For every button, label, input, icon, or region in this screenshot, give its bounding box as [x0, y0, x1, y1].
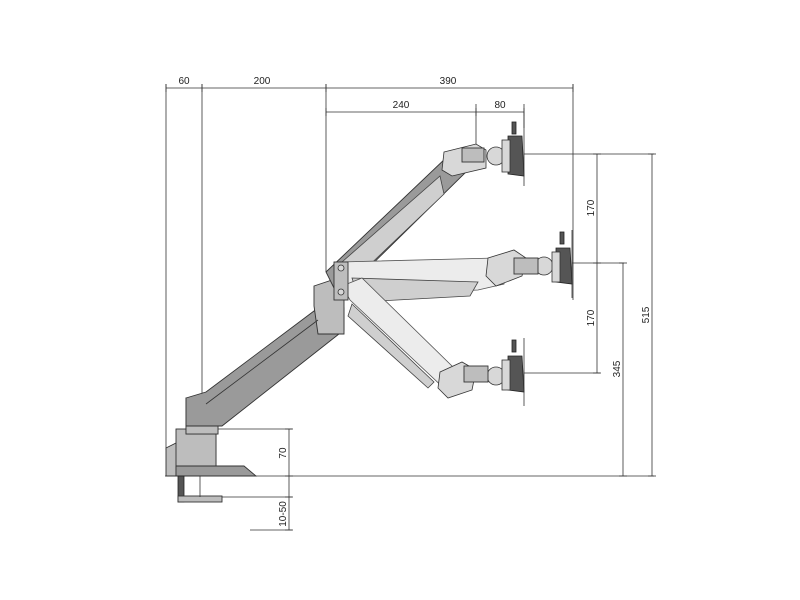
- upper-arm-top: [325, 112, 525, 289]
- lower-arm: [185, 275, 345, 427]
- dim-label-80: 80: [494, 100, 506, 111]
- upper-arm-middle: [339, 230, 573, 303]
- dimension-labels: 60 200 390 240 80 170 170 345 515 70 10-…: [178, 76, 652, 527]
- dim-label-10-50: 10-50: [278, 501, 289, 527]
- dim-label-515: 515: [641, 306, 652, 323]
- elbow-joint: [333, 261, 349, 301]
- dim-label-upper-170: 170: [586, 199, 597, 216]
- dim-label-60: 60: [178, 76, 190, 87]
- dim-label-240: 240: [393, 100, 410, 111]
- right-dimensions: [593, 153, 656, 477]
- dim-label-200: 200: [254, 76, 271, 87]
- dim-label-70: 70: [278, 447, 289, 459]
- dim-label-lower-170: 170: [586, 309, 597, 326]
- dim-label-345: 345: [612, 360, 623, 377]
- extension-lines: [165, 84, 654, 531]
- top-dimensions: [165, 84, 574, 116]
- upper-arm-bottom: [341, 277, 525, 406]
- dim-label-390: 390: [440, 76, 457, 87]
- desk-clamp: [165, 428, 258, 503]
- base-dimensions: [285, 428, 293, 531]
